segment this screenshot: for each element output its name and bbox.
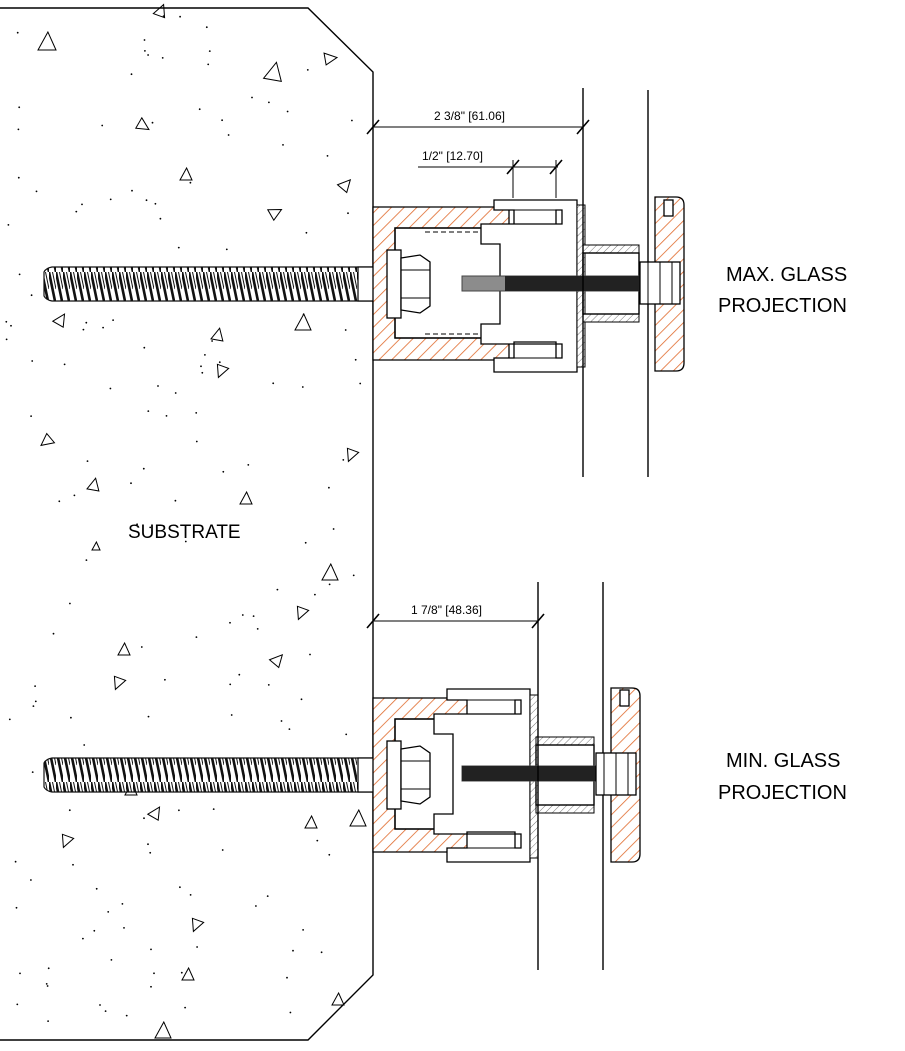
dimension-max-total: 2 3/8" [61.06] xyxy=(366,109,590,135)
dimension-max-adjust-label: 1/2" [12.70] xyxy=(422,149,483,163)
dimension-max-adjust: 1/2" [12.70] xyxy=(418,149,563,198)
dimension-min-total: 1 7/8" [48.36] xyxy=(366,603,545,629)
anchor-rod xyxy=(43,266,389,302)
anchor-rod xyxy=(43,757,389,793)
max-projection-label-line2: PROJECTION xyxy=(718,295,847,317)
hex-bolt-head xyxy=(386,740,431,810)
dimension-min-total-label: 1 7/8" [48.36] xyxy=(411,603,482,617)
min-projection-assembly: 1 7/8" [48.36] MIN. GLASS PROJECTION xyxy=(43,582,847,970)
min-projection-label-line1: MIN. GLASS xyxy=(726,750,840,772)
substrate-label: SUBSTRATE xyxy=(128,522,241,543)
concrete-speckle xyxy=(5,15,362,1022)
substrate: SUBSTRATE xyxy=(0,3,374,1041)
dimension-max-total-label: 2 3/8" [61.06] xyxy=(434,109,505,123)
min-projection-label-line2: PROJECTION xyxy=(718,782,847,804)
cap-head xyxy=(639,196,685,372)
max-projection-assembly: 2 3/8" [61.06] 1/2" [12.70] MAX. GLASS P… xyxy=(43,88,847,477)
hex-bolt-head xyxy=(386,249,431,319)
max-projection-label-line1: MAX. GLASS xyxy=(726,264,847,286)
cap-head xyxy=(595,687,641,863)
